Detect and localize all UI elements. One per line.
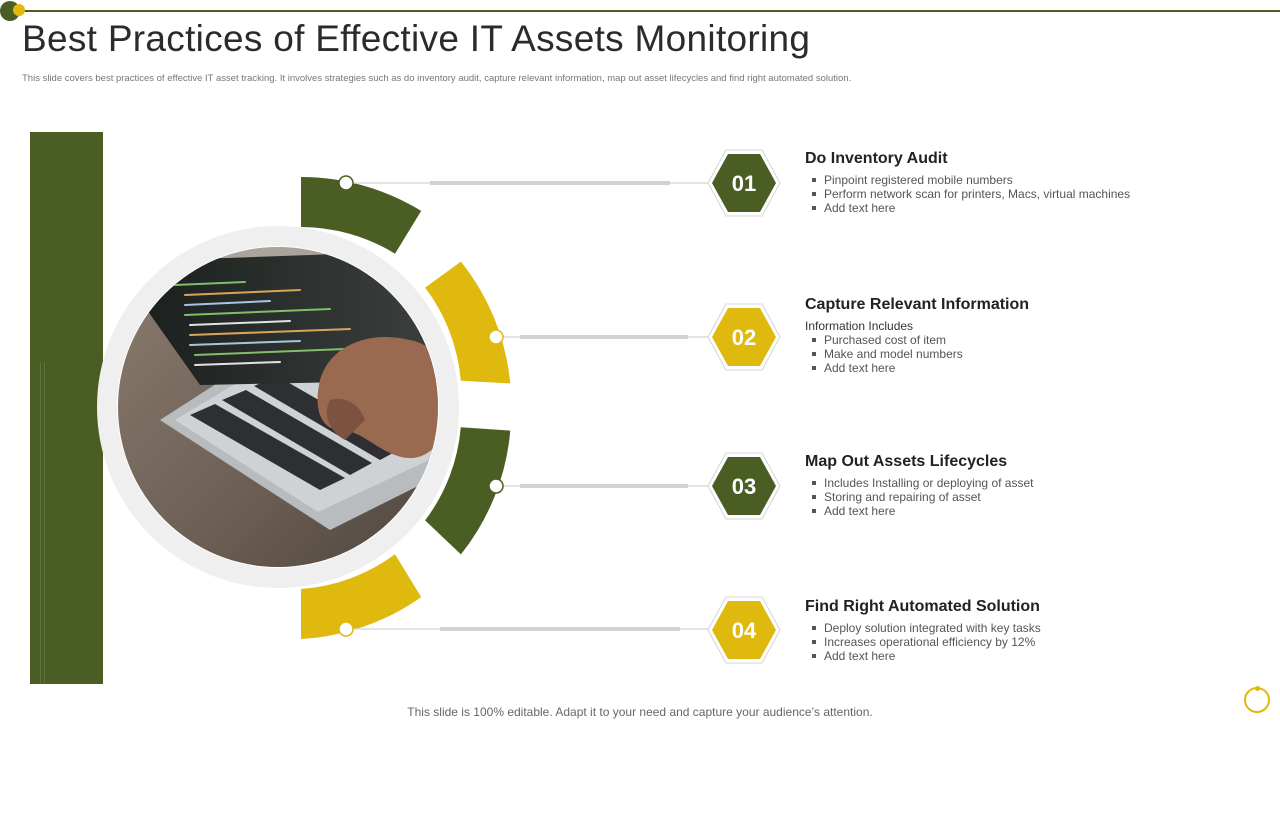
step-bullet: Storing and repairing of asset	[805, 490, 1265, 504]
step-bullet-list: Pinpoint registered mobile numbers Perfo…	[805, 173, 1265, 215]
connector-dots	[338, 175, 504, 637]
step-bullet: Pinpoint registered mobile numbers	[805, 173, 1265, 187]
left-bar-stripe	[40, 362, 41, 816]
step-bullet-list: Deploy solution integrated with key task…	[805, 621, 1265, 663]
hex-badge-4	[707, 596, 781, 664]
connector-dot-1	[338, 175, 354, 191]
step-bullet: Deploy solution integrated with key task…	[805, 621, 1265, 635]
arc-segments	[301, 177, 511, 639]
connector-lines	[352, 181, 708, 631]
hex-badges	[707, 149, 781, 664]
arc-segment-1	[301, 177, 422, 254]
step-bullet: Perform network scan for printers, Macs,…	[805, 187, 1265, 201]
step-number-1: 01	[732, 171, 756, 196]
hex-badge-3	[707, 452, 781, 520]
laptop-photo	[118, 247, 438, 567]
step-title: Find Right Automated Solution	[805, 598, 1040, 615]
step-bullet: Increases operational efficiency by 12%	[805, 635, 1265, 649]
connector-dot-4	[338, 621, 354, 637]
hex-badge-1	[707, 149, 781, 217]
step-intro: Information Includes	[805, 319, 914, 333]
step-bullet: Add text here	[805, 361, 1265, 375]
step-title: Capture Relevant Information	[805, 296, 1030, 313]
step-bullet: Make and model numbers	[805, 347, 1265, 361]
step-bullet-list: Includes Installing or deploying of asse…	[805, 476, 1265, 518]
step-item-1: Do Inventory Audit Pinpoint registered m…	[805, 150, 1265, 215]
step-item-4: Find Right Automated Solution Deploy sol…	[805, 598, 1265, 663]
footer-note: This slide is 100% editable. Adapt it to…	[407, 705, 873, 719]
slide-subtitle: This slide covers best practices of effe…	[22, 73, 852, 84]
arc-segment-2	[425, 261, 511, 384]
corner-dot-icon	[1255, 686, 1260, 691]
step-number-3: 03	[732, 474, 756, 499]
step-bullet-list: Purchased cost of item Make and model nu…	[805, 333, 1265, 375]
step-bullet: Purchased cost of item	[805, 333, 1265, 347]
top-dot-gold	[13, 4, 25, 16]
left-accent-bar	[30, 132, 103, 816]
step-number-2: 02	[732, 325, 756, 350]
step-item-3: Map Out Assets Lifecycles Includes Insta…	[805, 453, 1265, 518]
step-item-2: Capture Relevant Information Information…	[805, 296, 1265, 375]
step-title: Do Inventory Audit	[805, 150, 948, 167]
center-graphic: 01 02 03 04	[97, 149, 781, 664]
step-number-4: 04	[732, 618, 757, 643]
step-bullet: Includes Installing or deploying of asse…	[805, 476, 1265, 490]
top-divider-line	[12, 10, 1280, 12]
arc-segment-4	[301, 554, 422, 639]
slide-title: Best Practices of Effective IT Assets Mo…	[22, 18, 811, 59]
step-bullet: Add text here	[805, 649, 1265, 663]
connector-dot-2	[488, 329, 504, 345]
step-bullet: Add text here	[805, 504, 1265, 518]
code-lines	[174, 281, 371, 366]
hex-badge-2	[707, 303, 781, 371]
arc-segment-3	[425, 427, 511, 555]
left-bar-stripe	[44, 362, 45, 816]
step-bullet: Add text here	[805, 201, 1265, 215]
connector-dot-3	[488, 478, 504, 494]
step-title: Map Out Assets Lifecycles	[805, 453, 1008, 470]
